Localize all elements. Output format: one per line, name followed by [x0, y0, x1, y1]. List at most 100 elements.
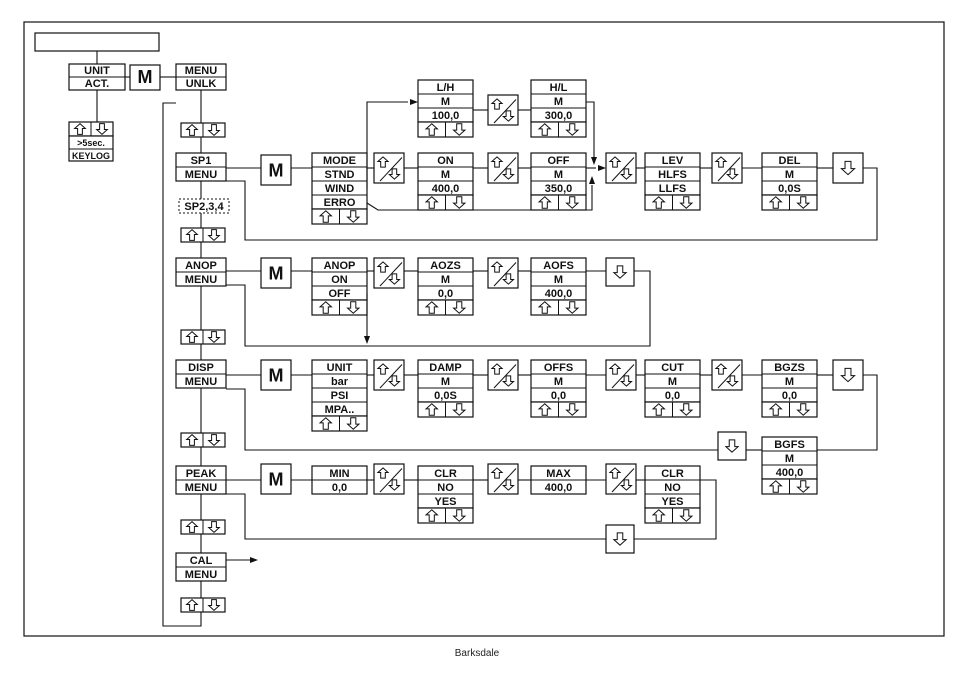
cut-box-keys[interactable]: [644, 401, 701, 418]
down-arrow-icon: [207, 434, 221, 446]
clr-max-box-keys[interactable]: [644, 507, 701, 524]
toggle-sp1-on[interactable]: [373, 152, 405, 184]
damp-box-row: DAMP: [429, 362, 461, 374]
up-arrow-icon: [318, 301, 333, 314]
up-arrow-icon: [318, 210, 333, 223]
offs-box-keys[interactable]: [530, 401, 587, 418]
damp-box-keys[interactable]: [417, 401, 474, 418]
m-key-anop[interactable]: M: [260, 257, 292, 289]
down-arrow-icon: [796, 480, 811, 493]
footer-brand: Barksdale: [454, 648, 500, 659]
lh-box-keys[interactable]: [417, 121, 474, 138]
down-arrow-icon: [619, 168, 633, 180]
toggle-lh-hl[interactable]: [487, 94, 519, 126]
on-box-keys[interactable]: [417, 194, 474, 211]
disp-up-down-keys[interactable]: [180, 432, 226, 448]
bgzs-box-keys[interactable]: [761, 401, 818, 418]
down-arrow-icon: [725, 375, 739, 387]
del-box-row: DEL: [779, 155, 801, 167]
toggle-damp-offs[interactable]: [487, 359, 519, 391]
up-arrow-icon: [424, 403, 439, 416]
toggle-aozs-aofs[interactable]: [487, 257, 519, 289]
anop-up-down-keys[interactable]: [180, 329, 226, 345]
toggle-anop-aozs[interactable]: [373, 257, 405, 289]
up-arrow-icon: [73, 123, 87, 135]
toggle-on-off[interactable]: [487, 152, 519, 184]
up-arrow-icon: [185, 521, 199, 533]
up-arrow-icon: [185, 229, 199, 241]
off-box-keys[interactable]: [530, 194, 587, 211]
hl-box-row: H/L: [550, 82, 568, 94]
down-key-aofs[interactable]: [605, 257, 635, 287]
up-arrow-icon: [376, 363, 390, 375]
disp-unit-box-row: MPA..: [325, 404, 355, 416]
down-arrow-icon: [679, 509, 694, 522]
toggle-unit-damp[interactable]: [373, 359, 405, 391]
m-key-unit[interactable]: M: [129, 64, 161, 91]
bgfs-box-row: 400,0: [776, 467, 804, 479]
del-box-keys[interactable]: [761, 194, 818, 211]
toggle-clr-max[interactable]: [487, 463, 519, 495]
toggle-lev-del[interactable]: [711, 152, 743, 184]
hl-box-keys[interactable]: [530, 121, 587, 138]
unit-act-box-row: UNIT: [84, 65, 110, 77]
anop-menu-box-row: MENU: [185, 274, 217, 286]
arrowhead: [598, 165, 606, 171]
peak-up-down-keys[interactable]: [180, 519, 226, 535]
down-key-bgfs[interactable]: [717, 431, 747, 461]
cut-box-row: CUT: [661, 362, 684, 374]
offs-box-row: 0,0: [551, 390, 566, 402]
down-key-peak[interactable]: [605, 524, 635, 554]
m-key-disp[interactable]: M: [260, 359, 292, 391]
sp-up-down-keys[interactable]: [180, 227, 226, 243]
down-key-bgzs[interactable]: [832, 359, 864, 391]
clr-min-box-keys[interactable]: [417, 507, 474, 524]
aozs-box-keys[interactable]: [417, 299, 474, 316]
unit-up-down-keys[interactable]: [68, 121, 114, 137]
toggle-offs-cut[interactable]: [605, 359, 637, 391]
disp-unit-box-row: PSI: [331, 390, 349, 402]
bgfs-box-keys[interactable]: [761, 478, 818, 495]
keylog-label: KEYLOG: [72, 151, 110, 161]
aofs-box-keys[interactable]: [530, 299, 587, 316]
cal-up-down-keys[interactable]: [180, 597, 226, 613]
offs-box-row: OFFS: [544, 362, 573, 374]
up-arrow-icon: [490, 467, 504, 479]
disp-menu-box-row: DISP: [188, 362, 214, 374]
toggle-max-clr[interactable]: [605, 463, 637, 495]
lev-box-keys[interactable]: [644, 194, 701, 211]
unlk-up-down-keys[interactable]: [180, 122, 226, 138]
disp-unit-box-keys[interactable]: [311, 415, 368, 432]
toggle-min-clr[interactable]: [373, 463, 405, 495]
anop-box-keys[interactable]: [311, 299, 368, 316]
down-key-del[interactable]: [832, 152, 864, 184]
up-arrow-icon: [185, 434, 199, 446]
down-arrow-icon: [387, 168, 401, 180]
down-arrow-icon: [725, 168, 739, 180]
mode-box-keys[interactable]: [311, 208, 368, 225]
up-arrow-icon: [608, 156, 622, 168]
m-key-peak[interactable]: M: [260, 463, 292, 495]
up-arrow-icon: [185, 124, 199, 136]
down-arrow-icon: [840, 160, 856, 176]
bgfs-box-row: BGFS: [774, 439, 805, 451]
up-arrow-icon: [490, 363, 504, 375]
header-blank-box: [34, 32, 160, 52]
m-key-sp1[interactable]: M: [260, 154, 292, 186]
min-box-row: 0,0: [332, 482, 347, 494]
toggle-off-lev[interactable]: [605, 152, 637, 184]
anop-box-row: ON: [331, 274, 348, 286]
toggle-cut-bgzs[interactable]: [711, 359, 743, 391]
up-arrow-icon: [185, 599, 199, 611]
down-arrow-icon: [452, 403, 467, 416]
sp1-menu-box-row: SP1: [191, 155, 212, 167]
down-arrow-icon: [796, 403, 811, 416]
